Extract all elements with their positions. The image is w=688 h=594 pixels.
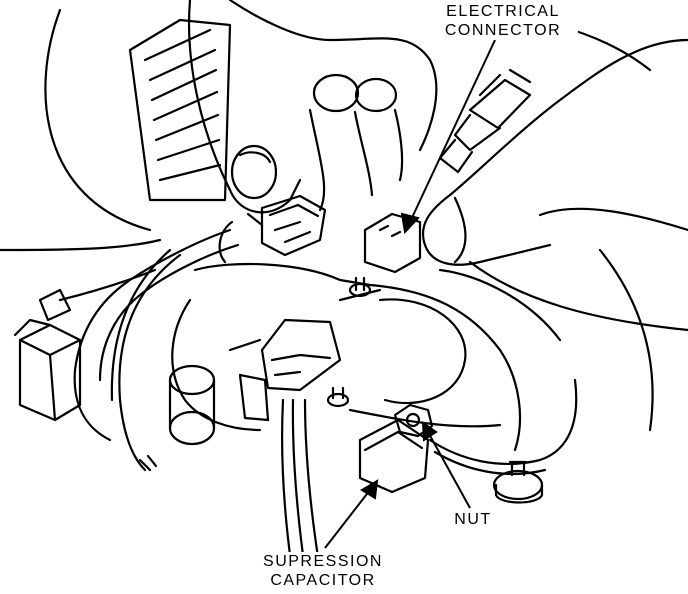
electrical-connector-part: [363, 212, 422, 274]
right-wires: [428, 268, 578, 476]
suppression-capacitor-part: [358, 418, 430, 494]
nut-leader: [427, 431, 471, 509]
electrical-connector-leader: [409, 39, 496, 223]
round-cap: [168, 364, 216, 446]
electrical-connector-arrowhead: [400, 212, 420, 235]
leader-lines: [324, 39, 496, 549]
central-module: [238, 318, 342, 422]
wiring-harness: [58, 228, 240, 472]
housing-outline: [0, 8, 654, 432]
nut-arrowhead: [421, 421, 438, 442]
spark-plug: [438, 68, 532, 174]
small-bolt: [326, 276, 372, 408]
module-wires: [281, 398, 322, 572]
nut-part: [393, 403, 434, 438]
supression-capacitor-label-line2: CAPACITOR: [270, 572, 376, 589]
grille-panel: [128, 18, 232, 202]
upper-hand: [187, 0, 438, 214]
supression-capacitor-label-line1: SUPRESSION: [263, 553, 383, 570]
capacitor-leader: [324, 489, 371, 549]
capacitor-arrowhead: [360, 479, 379, 500]
supression-capacitor-label: SUPRESSION CAPACITOR: [252, 552, 394, 590]
electrical-connector-label-line1: ELECTRICAL: [446, 3, 560, 20]
upper-connector: [218, 194, 327, 264]
right-hand: [421, 38, 688, 332]
distributor-body: [171, 262, 522, 452]
left-connector-block: [13, 288, 82, 422]
bolt-part: [492, 460, 544, 504]
electrical-connector-label-line2: CONNECTOR: [444, 22, 562, 39]
nut-label: NUT: [448, 510, 498, 529]
electrical-connector-label: ELECTRICAL CONNECTOR: [428, 2, 578, 40]
